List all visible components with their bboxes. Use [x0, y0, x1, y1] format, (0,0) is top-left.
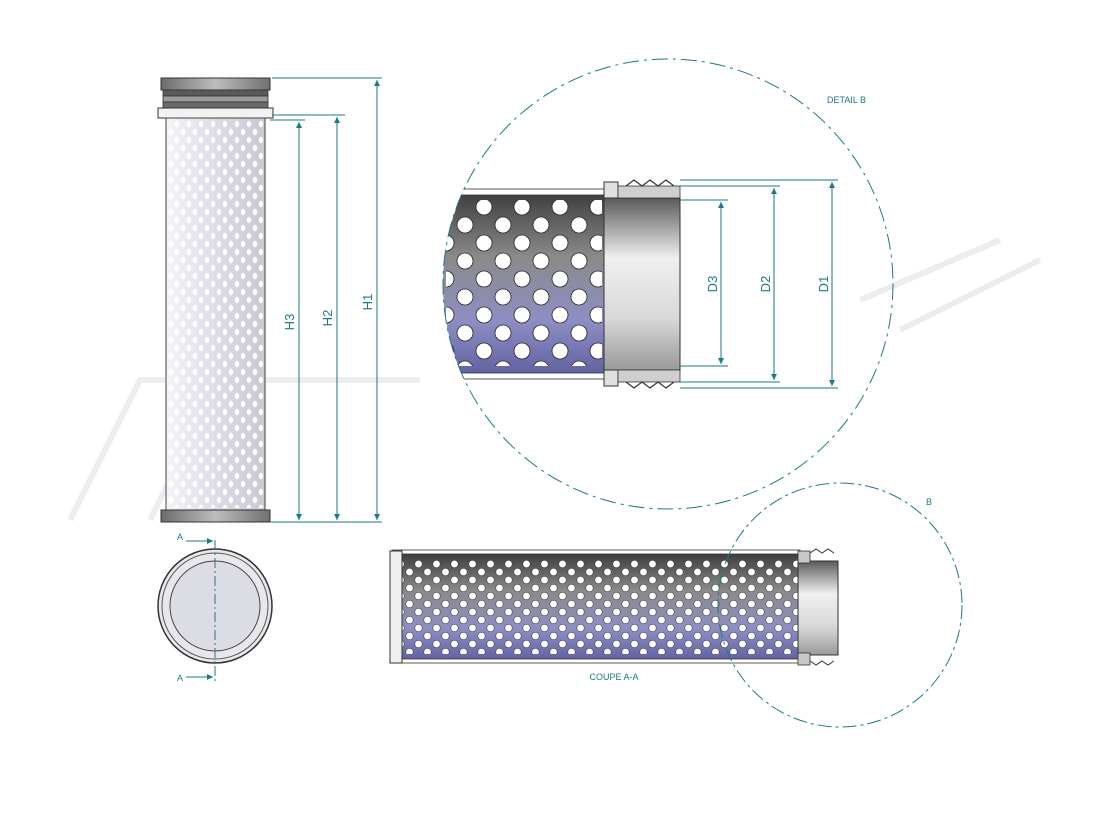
section-title: COUPE A-A [589, 672, 638, 682]
detail-sleeve [603, 197, 681, 371]
d2-label: D2 [758, 276, 773, 293]
detail-marker: B [926, 497, 932, 507]
section-marker-bottom: A [177, 673, 183, 683]
detail-view [443, 179, 681, 389]
detail-callout-circle [717, 482, 963, 728]
d1-label: D1 [816, 276, 831, 293]
bottom-cap [160, 509, 271, 523]
detail-title: DETAIL B [827, 95, 866, 105]
top-flange [157, 107, 274, 119]
thread-ring [162, 89, 269, 97]
top-cap [160, 77, 271, 91]
h1-label: H1 [360, 294, 375, 311]
side-view [157, 77, 274, 523]
diameter-dimensions [680, 179, 838, 389]
perforation-pattern [168, 120, 263, 508]
top-view [157, 540, 273, 682]
detail-circle [442, 58, 894, 510]
section-view [389, 548, 839, 666]
thread-ring [162, 101, 269, 109]
thread-ring [162, 95, 269, 103]
section-marker-top: A [177, 532, 183, 542]
d3-label: D3 [705, 276, 720, 293]
h3-label: H3 [282, 314, 297, 331]
section-markers [186, 538, 213, 680]
h2-label: H2 [320, 310, 335, 327]
section-sleeve [797, 560, 839, 656]
height-dimensions [270, 77, 382, 523]
